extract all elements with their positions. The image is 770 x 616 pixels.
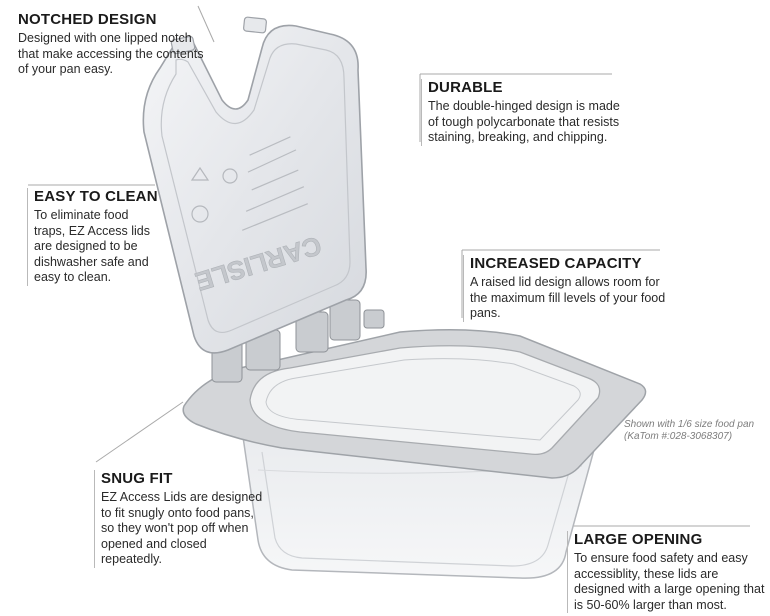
- callout-snug-fit-title: SNUG FIT: [101, 470, 173, 487]
- callout-durable-title: DURABLE: [428, 79, 503, 96]
- callout-easy-clean-title: EASY TO CLEAN: [34, 188, 158, 205]
- callout-capacity-title: INCREASED CAPACITY: [470, 255, 642, 272]
- pan-size-note-line1: Shown with 1/6 size food pan: [624, 419, 755, 430]
- callout-notched-body: Designed with one lipped notch that make…: [18, 31, 204, 76]
- callout-durable-body: The double-hinged design is made of toug…: [428, 99, 620, 144]
- pan-size-note-line2: (KaTom #:028-3068307): [624, 431, 733, 442]
- lid-frame: [182, 329, 647, 479]
- callout-snug-fit: SNUG FIT EZ Access Lids are designed to …: [94, 470, 267, 568]
- callout-snug-fit-body: EZ Access Lids are designed to fit snugl…: [101, 490, 263, 566]
- callout-easy-clean-body: To eliminate food traps, EZ Access lids …: [34, 208, 151, 284]
- callout-large-opening: LARGE OPENING To ensure food safety and …: [567, 531, 769, 613]
- callout-durable: DURABLE The double-hinged design is made…: [421, 79, 628, 146]
- pan-size-note: Shown with 1/6 size food pan (KaTom #:02…: [624, 419, 768, 443]
- callout-capacity-body: A raised lid design allows room for the …: [470, 275, 666, 320]
- callout-increased-capacity: INCREASED CAPACITY A raised lid design a…: [463, 255, 666, 322]
- callout-notched-design: NOTCHED DESIGN Designed with one lipped …: [18, 11, 208, 78]
- callout-large-opening-body: To ensure food safety and easy accessibl…: [574, 551, 765, 612]
- lid-panel: CARLISLE: [142, 16, 367, 354]
- callout-large-opening-title: LARGE OPENING: [574, 531, 703, 548]
- callout-notched-title: NOTCHED DESIGN: [18, 11, 157, 28]
- callout-easy-to-clean: EASY TO CLEAN To eliminate food traps, E…: [27, 188, 160, 286]
- hinges: [211, 299, 385, 383]
